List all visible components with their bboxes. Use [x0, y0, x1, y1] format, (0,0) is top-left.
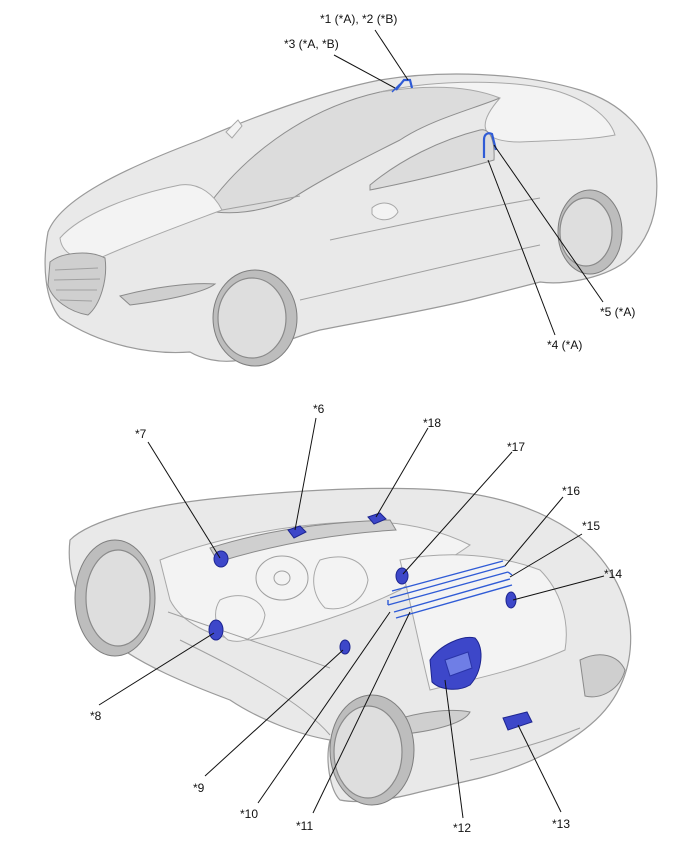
leader-9 — [204, 649, 344, 777]
leader-16 — [504, 496, 564, 567]
callout-16: *16 — [562, 484, 580, 498]
callout-9: *9 — [193, 781, 205, 795]
callout-3: *3 (*A, *B) — [284, 37, 339, 51]
leader-18 — [375, 427, 429, 518]
leader-6 — [294, 417, 317, 531]
leader-11 — [312, 611, 411, 814]
callout-1-2: *1 (*A), *2 (*B) — [320, 12, 397, 26]
callout-6: *6 — [313, 402, 325, 416]
callout-10: *10 — [240, 807, 258, 821]
leader-10 — [257, 611, 391, 804]
leader-4 — [487, 159, 556, 336]
callout-17: *17 — [507, 440, 525, 454]
leader-13 — [517, 724, 562, 813]
callout-8: *8 — [90, 709, 102, 723]
windshield-antenna-3 — [391, 83, 401, 93]
component-12 — [429, 636, 482, 690]
component-8 — [208, 619, 224, 641]
callout-11: *11 — [296, 819, 313, 833]
leader-5 — [493, 144, 604, 303]
leader-8 — [98, 632, 215, 706]
component-18 — [367, 512, 387, 525]
leader-3 — [333, 54, 396, 89]
leader-12 — [444, 679, 464, 819]
leader-14 — [512, 575, 605, 601]
callout-15: *15 — [582, 519, 600, 533]
component-14 — [505, 591, 517, 609]
roof-antenna-1-2 — [395, 78, 414, 91]
leader-7 — [147, 441, 221, 559]
leader-17 — [402, 451, 513, 575]
callout-13: *13 — [552, 817, 570, 831]
leader-15 — [509, 533, 583, 578]
car-front-view — [44, 73, 658, 367]
callout-5: *5 (*A) — [600, 305, 635, 319]
component-7 — [213, 550, 229, 568]
callout-7: *7 — [135, 427, 147, 441]
component-13 — [502, 711, 533, 731]
rear-window-defogger-antenna-10-11-15-16 — [387, 560, 513, 619]
callout-4: *4 (*A) — [547, 338, 582, 352]
quarter-glass-antenna-4-5 — [482, 132, 498, 158]
callout-18: *18 — [423, 416, 441, 430]
leader-1 — [374, 29, 409, 81]
callout-12: *12 — [453, 821, 471, 835]
callout-14: *14 — [604, 567, 622, 581]
